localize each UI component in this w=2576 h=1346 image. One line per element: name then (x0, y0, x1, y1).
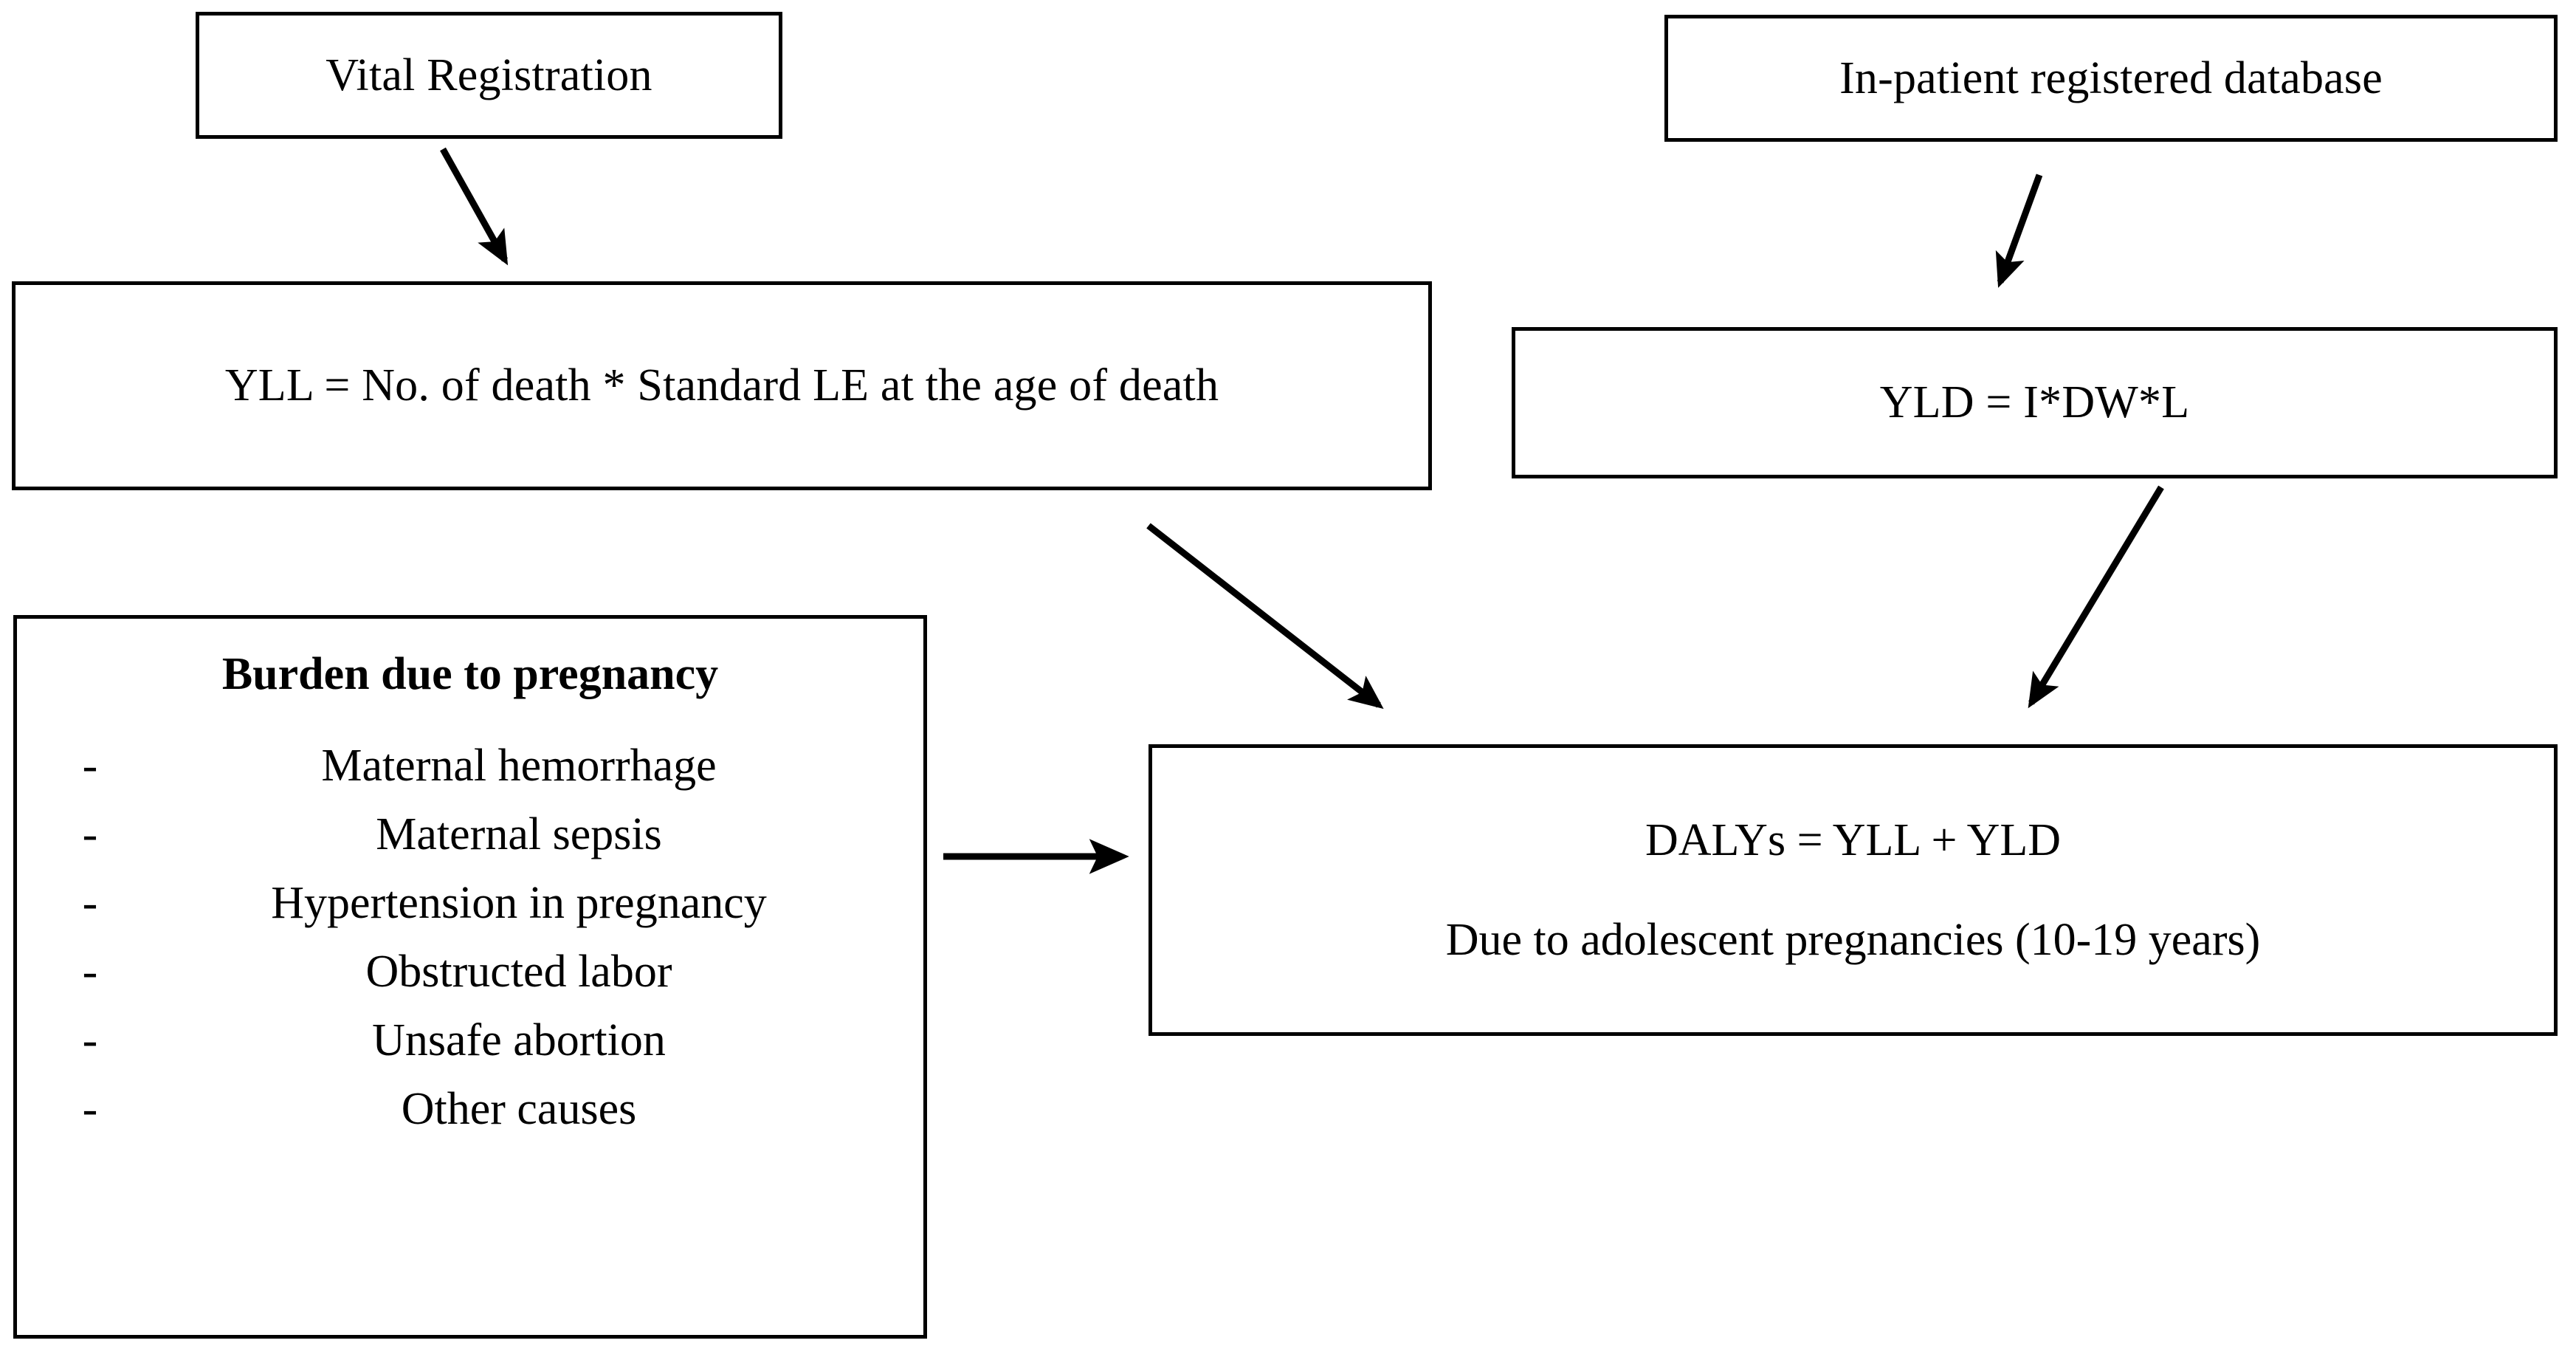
list-item: - Obstructed labor (17, 949, 923, 1017)
bullet-dash-icon: - (82, 1084, 98, 1135)
node-burden-title: Burden due to pregnancy (221, 649, 719, 699)
node-burden-due-to-pregnancy: Burden due to pregnancy - Maternal hemor… (13, 615, 927, 1339)
node-yll-formula-label: YLL = No. of death * Standard LE at the … (224, 360, 1219, 411)
list-item-label: Obstructed labor (365, 947, 672, 998)
list-item-label: Maternal hemorrhage (321, 741, 717, 792)
bullet-dash-icon: - (82, 809, 98, 860)
node-dalys-formula: DALYs = YLL + YLD (1645, 815, 2062, 866)
bullet-dash-icon: - (82, 1015, 98, 1066)
burden-cause-list: - Maternal hemorrhage - Maternal sepsis … (17, 743, 923, 1155)
edge-inpatient-database-to-yld (1995, 174, 2043, 288)
list-item-label: Maternal sepsis (376, 809, 662, 860)
edge-vital-registration-to-yll (440, 147, 509, 266)
bullet-dash-icon: - (82, 741, 98, 792)
edge-yll-to-dalys (1146, 523, 1384, 710)
list-item-label: Hypertension in pregnancy (271, 878, 767, 929)
bullet-dash-icon: - (82, 878, 98, 929)
node-dalys: DALYs = YLL + YLD Due to adolescent preg… (1148, 744, 2558, 1036)
node-yld-formula: YLD = I*DW*L (1512, 327, 2558, 478)
list-item-label: Other causes (401, 1084, 637, 1135)
node-vital-registration-label: Vital Registration (326, 49, 652, 100)
node-yld-formula-label: YLD = I*DW*L (1879, 377, 2190, 428)
list-item: - Maternal hemorrhage (17, 743, 923, 811)
node-inpatient-database: In-patient registered database (1664, 15, 2558, 142)
list-item: - Other causes (17, 1086, 923, 1155)
node-yll-formula: YLL = No. of death * Standard LE at the … (12, 281, 1432, 490)
node-dalys-subtitle: Due to adolescent pregnancies (10-19 yea… (1445, 914, 2261, 965)
node-vital-registration: Vital Registration (196, 12, 782, 139)
list-item: - Maternal sepsis (17, 811, 923, 880)
list-item-label: Unsafe abortion (372, 1015, 666, 1066)
list-item: - Unsafe abortion (17, 1017, 923, 1086)
list-item: - Hypertension in pregnancy (17, 880, 923, 949)
bullet-dash-icon: - (82, 947, 98, 998)
node-inpatient-database-label: In-patient registered database (1839, 52, 2383, 103)
edge-yld-to-dalys (2028, 485, 2164, 709)
